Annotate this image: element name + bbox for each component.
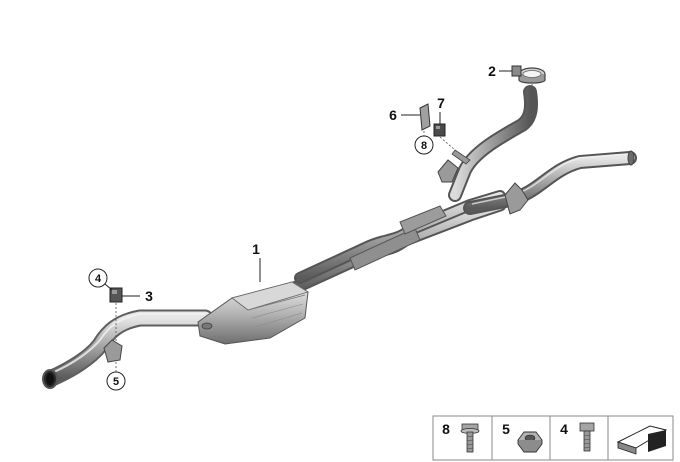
callout-6: 6 — [389, 107, 397, 123]
branch-hanger-bracket — [437, 159, 459, 183]
rear-hanger-bracket — [504, 182, 529, 215]
hex-nut-icon — [517, 431, 543, 453]
legend-number-8: 8 — [442, 421, 450, 437]
callout-4-circle — [88, 268, 108, 288]
callout-5: 5 — [113, 376, 119, 388]
callout-2: 2 — [488, 63, 496, 79]
callout-8: 8 — [421, 140, 427, 152]
front-hanger-bracket — [103, 339, 123, 363]
bolt-with-washer-icon — [460, 423, 480, 453]
callout-3: 3 — [145, 288, 153, 304]
legend-number-5: 5 — [502, 421, 510, 437]
legend-number-4: 4 — [560, 421, 568, 437]
rubber-mount-part-3 — [109, 287, 123, 303]
rubber-mount-part-7 — [433, 123, 446, 137]
parts-legend: 8 5 4 — [432, 415, 674, 461]
callout-4: 4 — [95, 273, 102, 285]
hanger-stud-part-6 — [419, 103, 431, 131]
orientation-arrow-icon — [616, 425, 668, 455]
bracket-arm — [451, 149, 471, 165]
callout-1: 1 — [252, 241, 260, 257]
clamp-part-2 — [511, 65, 546, 84]
bolt-icon — [579, 422, 595, 452]
callout-7: 7 — [437, 95, 445, 111]
legend-cell-4 — [549, 415, 609, 461]
center-resonator — [349, 227, 421, 271]
exhaust-pipe-assembly — [42, 85, 637, 389]
catalytic-converter — [197, 281, 309, 345]
